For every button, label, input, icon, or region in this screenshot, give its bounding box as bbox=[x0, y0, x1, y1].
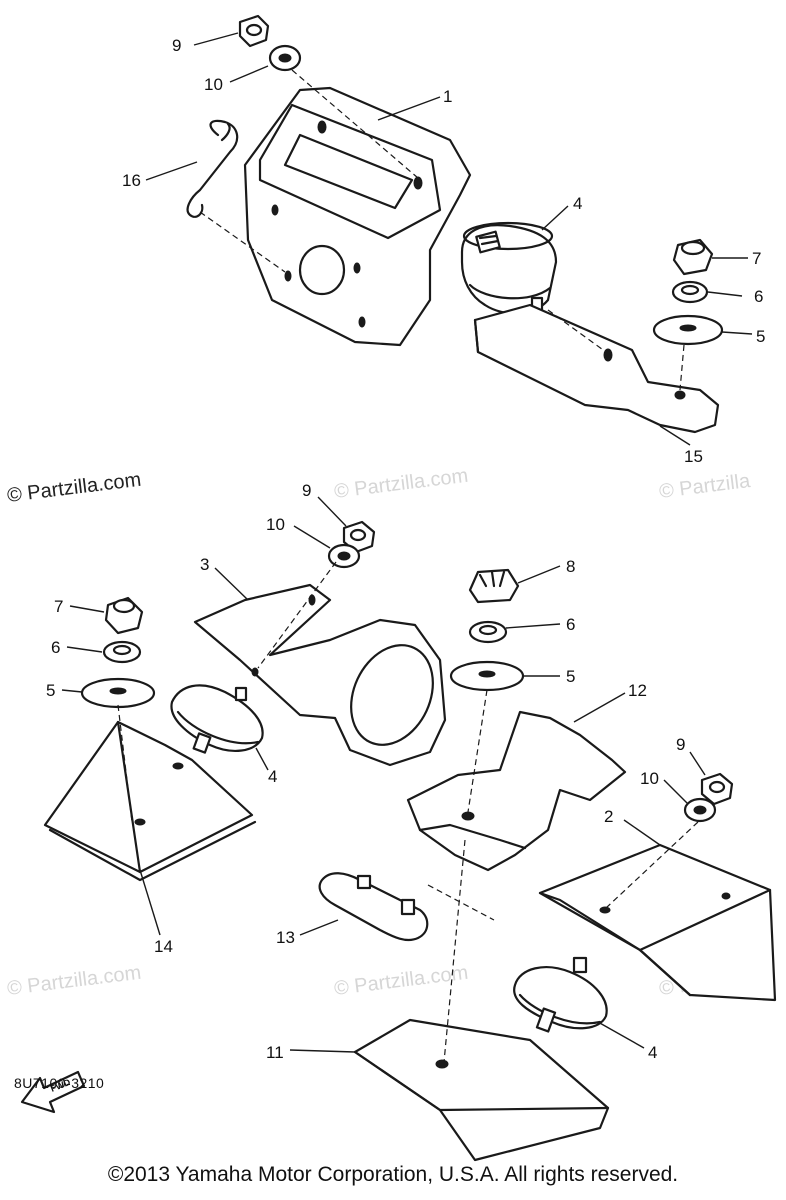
callout-7: 7 bbox=[54, 597, 63, 616]
part-16-wire-clip bbox=[186, 119, 239, 218]
callout-5: 5 bbox=[46, 681, 55, 700]
callout-14: 14 bbox=[154, 937, 173, 956]
watermark: © Partzilla.com bbox=[333, 465, 469, 503]
part-9-nut bbox=[342, 520, 376, 554]
callout-11: 11 bbox=[266, 1043, 284, 1062]
part-4-rubber-damper bbox=[170, 684, 264, 754]
part-9-nut bbox=[700, 772, 734, 806]
part-5-flat-washer bbox=[80, 677, 156, 709]
callout-8: 8 bbox=[566, 557, 575, 576]
callout-2: 2 bbox=[604, 807, 613, 826]
part-15-bracket bbox=[473, 303, 720, 434]
callout-4: 4 bbox=[648, 1043, 657, 1062]
callout-6: 6 bbox=[566, 615, 575, 634]
callout-9: 9 bbox=[676, 735, 685, 754]
part-7-nut bbox=[104, 596, 144, 635]
callout-3: 3 bbox=[200, 555, 209, 574]
callout-12: 12 bbox=[628, 681, 647, 700]
part-10-washer bbox=[327, 543, 361, 569]
diagram-part-code: 8U7100-3210 bbox=[14, 1075, 105, 1091]
callout-10: 10 bbox=[640, 769, 659, 788]
callout-5: 5 bbox=[756, 327, 765, 346]
part-10-washer bbox=[683, 797, 717, 823]
watermark: © Partzilla.com bbox=[333, 962, 469, 1000]
callout-4: 4 bbox=[573, 194, 582, 213]
part-3-headlight-mount bbox=[193, 583, 447, 767]
part-8-castle-nut bbox=[468, 568, 520, 604]
part-9-nut bbox=[238, 14, 270, 48]
callout-16: 16 bbox=[122, 171, 141, 190]
callout-7: 7 bbox=[752, 249, 761, 268]
part-6-lock-washer bbox=[102, 640, 142, 664]
part-12-bracket bbox=[406, 710, 627, 872]
part-2-bracket bbox=[538, 843, 777, 1002]
callout-6: 6 bbox=[51, 638, 60, 657]
part-4-rubber-damper bbox=[460, 221, 558, 315]
top-leaders bbox=[145, 32, 753, 446]
part-5-flat-washer bbox=[652, 314, 724, 346]
copyright-notice: ©2013 Yamaha Motor Corporation, U.S.A. A… bbox=[107, 1163, 679, 1186]
callout-10: 10 bbox=[204, 75, 223, 94]
callout-1: 1 bbox=[443, 87, 452, 106]
part-11-plate bbox=[353, 1018, 610, 1162]
callout-6: 6 bbox=[754, 287, 763, 306]
part-6-lock-washer bbox=[468, 620, 508, 644]
watermark: © Partzilla.com bbox=[6, 962, 142, 1000]
watermark: © Partzilla bbox=[658, 470, 752, 503]
part-4-rubber-damper bbox=[513, 956, 608, 1033]
fwd-arrow-icon: FWD bbox=[20, 1070, 86, 1114]
part-5-flat-washer bbox=[449, 660, 525, 692]
part-7-nut bbox=[672, 238, 714, 276]
callout-9: 9 bbox=[172, 36, 181, 55]
part-10-washer bbox=[268, 44, 302, 72]
callout-13: 13 bbox=[276, 928, 295, 947]
part-1-headlight-bracket bbox=[243, 86, 472, 347]
callout-10: 10 bbox=[266, 515, 285, 534]
part-6-lock-washer bbox=[671, 280, 709, 304]
callout-15: 15 bbox=[684, 447, 703, 466]
watermark-main: © Partzilla.com bbox=[6, 469, 142, 507]
bottom-leaders bbox=[61, 496, 706, 1063]
callout-numbers: 9 10 1 16 4 7 6 5 15 9 10 3 7 6 5 4 8 6 … bbox=[46, 36, 765, 1062]
callout-5: 5 bbox=[566, 667, 575, 686]
callout-4: 4 bbox=[268, 767, 277, 786]
callout-9: 9 bbox=[302, 481, 311, 500]
part-13-rubber-mount bbox=[318, 872, 429, 942]
